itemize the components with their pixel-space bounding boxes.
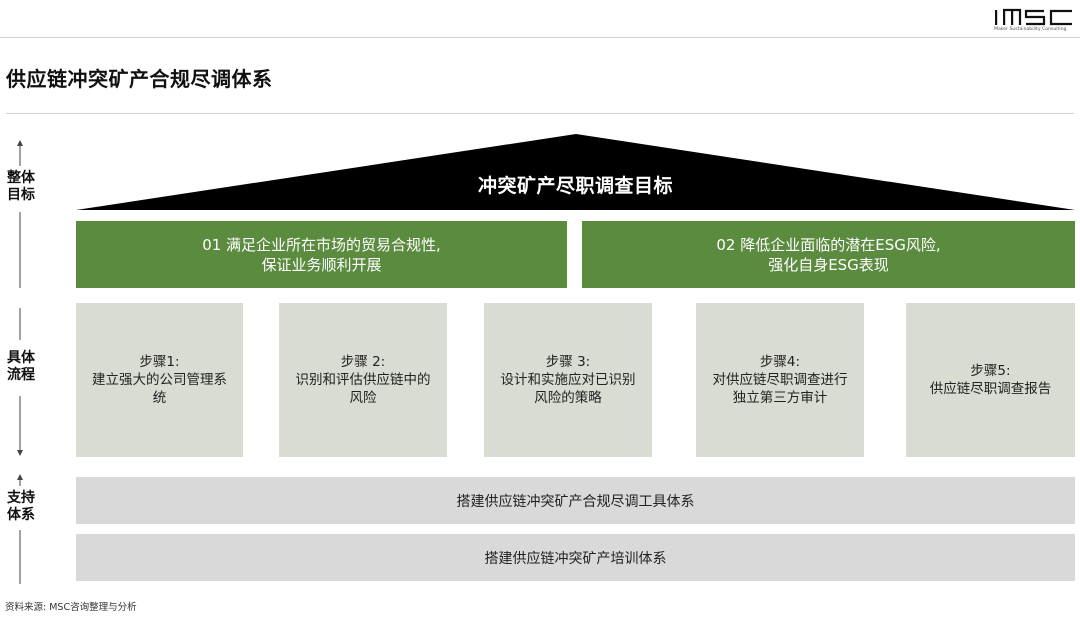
- side-label-support-line2: 体系: [7, 507, 35, 523]
- step-1-desc: 建立强大的公司管理系统: [92, 372, 227, 406]
- step-box-3: 步骤 3: 设计和实施应对已识别风险的策略: [484, 303, 652, 457]
- step-box-5: 步骤5: 供应链尽职调查报告: [906, 303, 1075, 457]
- goal-1-line2: 保证业务顺利开展: [261, 255, 382, 274]
- page-title: 供应链冲突矿产合规尽调体系: [6, 67, 273, 91]
- roof-label: 冲突矿产尽职调查目标: [477, 175, 673, 197]
- title-divider: [6, 113, 1074, 114]
- step-5-title: 步骤5:: [970, 363, 1011, 379]
- side-label-overall: 整体 目标: [6, 170, 36, 204]
- step-1-title: 步骤1:: [139, 354, 180, 370]
- support-bar-1: 搭建供应链冲突矿产合规尽调工具体系: [76, 477, 1075, 524]
- side-label-overall-line1: 整体: [7, 170, 35, 186]
- step-4-title: 步骤4:: [759, 354, 801, 370]
- logo-subtitle: Maker Sustainability Consulting: [994, 27, 1067, 32]
- step-box-1: 步骤1: 建立强大的公司管理系统: [76, 303, 243, 457]
- step-2-desc: 识别和评估供应链中的风险: [295, 372, 431, 406]
- side-arrows: [17, 140, 23, 584]
- goal-box-1: 01 满足企业所在市场的贸易合规性, 保证业务顺利开展: [76, 221, 567, 288]
- support-bar-2: 搭建供应链冲突矿产培训体系: [76, 534, 1075, 581]
- header-divider: [0, 37, 1080, 38]
- side-label-overall-line2: 目标: [7, 187, 35, 203]
- side-label-support: 支持 体系: [6, 490, 36, 524]
- step-3-desc: 设计和实施应对已识别风险的策略: [500, 372, 636, 406]
- side-label-process-line1: 具体: [7, 350, 35, 366]
- step-4-desc: 对供应链尽职调查进行独立第三方审计: [712, 372, 848, 406]
- side-label-support-line1: 支持: [7, 490, 35, 506]
- goal-2-line1: 02 降低企业面临的潜在ESG风险,: [716, 235, 941, 254]
- goal-box-2: 02 降低企业面临的潜在ESG风险, 强化自身ESG表现: [582, 221, 1075, 288]
- step-3-title: 步骤 3:: [545, 354, 591, 370]
- goal-2-line2: 强化自身ESG表现: [768, 255, 889, 274]
- step-box-4: 步骤4: 对供应链尽职调查进行独立第三方审计: [696, 303, 864, 457]
- goal-1-line1: 01 满足企业所在市场的贸易合规性,: [202, 235, 441, 254]
- step-2-title: 步骤 2:: [340, 354, 386, 370]
- side-label-process: 具体 流程: [6, 350, 36, 384]
- msc-logo-mark: [995, 8, 1072, 26]
- step-box-2: 步骤 2: 识别和评估供应链中的风险: [279, 303, 447, 457]
- msc-logo: Maker Sustainability Consulting: [994, 8, 1076, 34]
- goal-roof: [76, 134, 1075, 210]
- source-note: 资料来源: MSC咨询整理与分析: [5, 602, 137, 613]
- step-5-desc: 供应链尽职调查报告: [929, 381, 1052, 397]
- side-label-process-line2: 流程: [7, 367, 35, 383]
